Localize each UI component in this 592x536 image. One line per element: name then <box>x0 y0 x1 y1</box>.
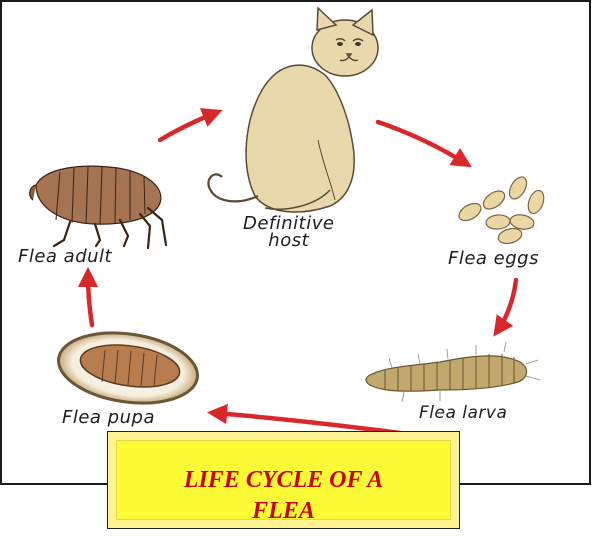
arrow-eggs-to-larva <box>498 280 516 330</box>
flea-adult-icon <box>30 166 166 248</box>
diagram-title: LIFE CYCLE OF A FLEA <box>117 465 450 527</box>
flea-pupa-icon <box>54 325 202 412</box>
label-flea-pupa: Flea pupa <box>62 407 155 428</box>
flea-larva-icon <box>366 342 540 402</box>
label-flea-eggs: Flea eggs <box>448 248 539 269</box>
flea-eggs-icon <box>456 174 547 246</box>
label-flea-larva: Flea larva <box>419 403 507 423</box>
label-definitive-host: Definitive host <box>243 215 334 249</box>
label-flea-adult: Flea adult <box>18 246 112 267</box>
cat-icon <box>208 8 378 212</box>
arrow-larva-to-pupa <box>215 413 400 433</box>
arrow-pupa-to-adult <box>88 275 92 325</box>
title-inner: LIFE CYCLE OF A FLEA <box>116 440 451 520</box>
title-box: LIFE CYCLE OF A FLEA <box>107 431 460 529</box>
arrow-adult-to-host <box>160 113 215 140</box>
arrow-host-to-eggs <box>378 122 465 163</box>
